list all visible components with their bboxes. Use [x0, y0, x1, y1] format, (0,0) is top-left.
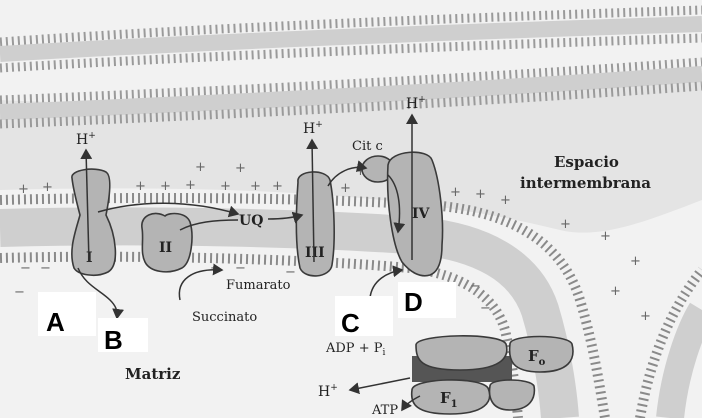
fumarato-label: Fumarato: [226, 278, 291, 293]
svg-text:+: +: [450, 185, 461, 200]
svg-text:−: −: [14, 285, 25, 300]
svg-text:−: −: [210, 261, 221, 276]
ubiquinone-label: UQ: [239, 213, 263, 229]
svg-text:−: −: [235, 261, 246, 276]
complex-iii: III: [296, 172, 334, 276]
svg-text:+: +: [340, 181, 351, 196]
complex-iv: IV: [388, 152, 443, 276]
svg-text:+: +: [600, 229, 611, 244]
svg-text:−: −: [20, 261, 31, 276]
adp-pi-label: ADP + Pi: [325, 341, 385, 358]
intermembrane-label-line2: intermembrana: [520, 174, 651, 192]
svg-text:+: +: [185, 178, 196, 193]
cytochrome-c-label: Cit c: [352, 139, 383, 154]
atp-label: ATP: [371, 403, 398, 418]
svg-text:+: +: [640, 309, 651, 324]
succinato-label: Succinato: [192, 310, 257, 325]
marker-d: D: [404, 287, 423, 317]
svg-text:+: +: [160, 179, 171, 194]
svg-text:+: +: [610, 284, 621, 299]
svg-text:+: +: [235, 161, 246, 176]
intermembrane-label-line1: Espacio: [554, 153, 619, 171]
svg-text:+: +: [500, 193, 511, 208]
svg-text:+: +: [42, 180, 53, 195]
complex-ii-label: II: [159, 240, 172, 256]
svg-text:+: +: [135, 179, 146, 194]
h-plus-atp-synthase: H+: [318, 383, 338, 400]
complex-i: I: [72, 169, 116, 275]
marker-b: B: [104, 325, 123, 355]
svg-text:+: +: [630, 254, 641, 269]
complex-ii: II: [142, 213, 192, 271]
svg-text:+: +: [272, 179, 283, 194]
svg-text:+: +: [18, 182, 29, 197]
svg-text:+: +: [195, 160, 206, 175]
svg-text:−: −: [40, 261, 51, 276]
svg-text:+: +: [560, 217, 571, 232]
svg-text:+: +: [250, 179, 261, 194]
complex-iii-label: III: [305, 245, 325, 261]
marker-a: A: [46, 307, 65, 337]
complex-iv-label: IV: [412, 206, 431, 222]
svg-text:−: −: [480, 301, 491, 316]
matrix-label: Matriz: [125, 365, 181, 383]
svg-text:+: +: [475, 187, 486, 202]
svg-text:−: −: [470, 279, 481, 294]
svg-text:+: +: [220, 179, 231, 194]
marker-c: C: [341, 308, 360, 338]
